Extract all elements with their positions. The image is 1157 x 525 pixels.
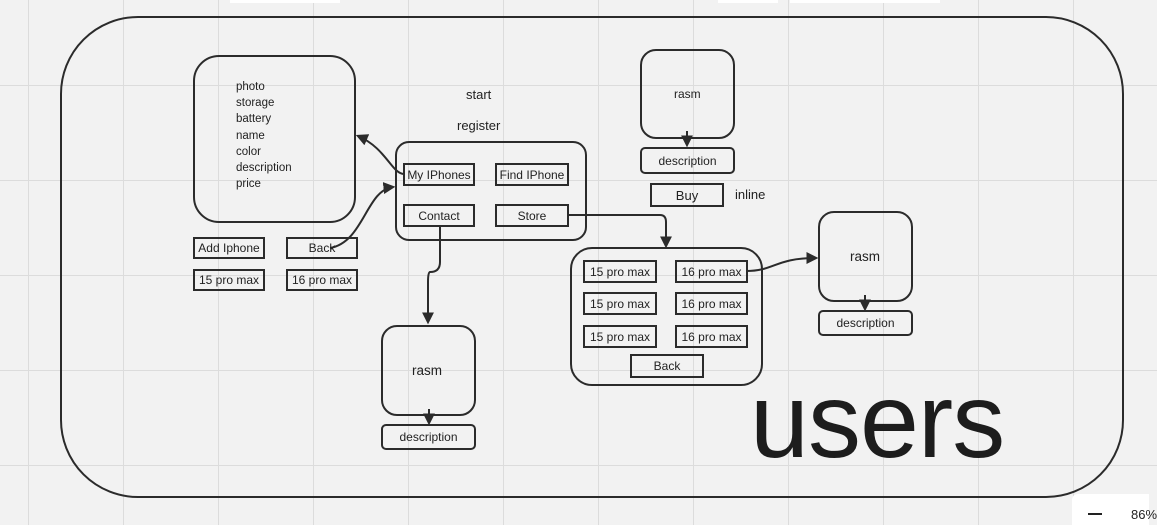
- top-description-box[interactable]: description: [640, 147, 735, 174]
- bottom-image-card[interactable]: [381, 325, 476, 416]
- find-iphone-box[interactable]: Find IPhone: [495, 163, 569, 186]
- store-model-15-box[interactable]: 15 pro max: [583, 325, 657, 348]
- arrow-contact-to-card: [422, 226, 441, 325]
- store-back-box[interactable]: Back: [630, 354, 704, 378]
- store-model-15-box[interactable]: 15 pro max: [583, 292, 657, 315]
- back-box-left[interactable]: Back: [286, 237, 358, 259]
- top-image-label: rasm: [674, 87, 701, 101]
- store-model-16-box[interactable]: 16 pro max: [675, 292, 748, 315]
- register-label: register: [457, 118, 501, 133]
- buy-box[interactable]: Buy: [650, 183, 724, 207]
- property-item: storage: [236, 97, 275, 110]
- zoom-level: 86%: [1131, 507, 1157, 522]
- start-label: start: [466, 87, 492, 102]
- properties-card[interactable]: [193, 55, 356, 223]
- main-menu-container[interactable]: [395, 141, 587, 241]
- properties-list: photo storage battery name color descrip…: [236, 79, 292, 192]
- arrow-16-pro-to-card: [745, 252, 819, 272]
- add-iphone-box[interactable]: Add Iphone: [193, 237, 265, 259]
- zoom-control[interactable]: [1072, 494, 1149, 525]
- top-tab-left: [230, 0, 340, 3]
- top-tab-right: [718, 0, 778, 3]
- store-model-15-box[interactable]: 15 pro max: [583, 260, 657, 283]
- zoom-out-icon[interactable]: [1088, 513, 1102, 515]
- top-image-card[interactable]: [640, 49, 735, 139]
- right-image-label: rasm: [850, 249, 880, 264]
- arrow-my-iphones-to-properties: [355, 134, 405, 175]
- model-16-box-left[interactable]: 16 pro max: [286, 269, 358, 291]
- bottom-description-box[interactable]: description: [381, 424, 476, 450]
- arrow-store-to-grid: [569, 214, 672, 249]
- store-box[interactable]: Store: [495, 204, 569, 227]
- property-item: photo: [236, 81, 265, 93]
- property-item: price: [236, 178, 261, 191]
- property-item: name: [236, 129, 265, 142]
- inline-label: inline: [735, 187, 766, 202]
- store-grid-container[interactable]: [570, 247, 763, 386]
- right-image-card[interactable]: [818, 211, 913, 302]
- store-model-16-box[interactable]: 16 pro max: [675, 260, 748, 283]
- users-container[interactable]: [60, 16, 1124, 498]
- top-tab-far-right: [790, 0, 940, 3]
- bottom-image-label: rasm: [412, 363, 442, 378]
- model-15-box-left[interactable]: 15 pro max: [193, 269, 265, 291]
- users-title: users: [750, 362, 1005, 480]
- arrow-back-to-menu: [329, 182, 396, 249]
- store-model-16-box[interactable]: 16 pro max: [675, 325, 748, 348]
- property-item: battery: [236, 113, 272, 126]
- contact-box[interactable]: Contact: [403, 204, 475, 227]
- right-description-box[interactable]: description: [818, 310, 913, 336]
- my-iphones-box[interactable]: My IPhones: [403, 163, 475, 186]
- property-item: description: [236, 162, 292, 175]
- property-item: color: [236, 145, 261, 158]
